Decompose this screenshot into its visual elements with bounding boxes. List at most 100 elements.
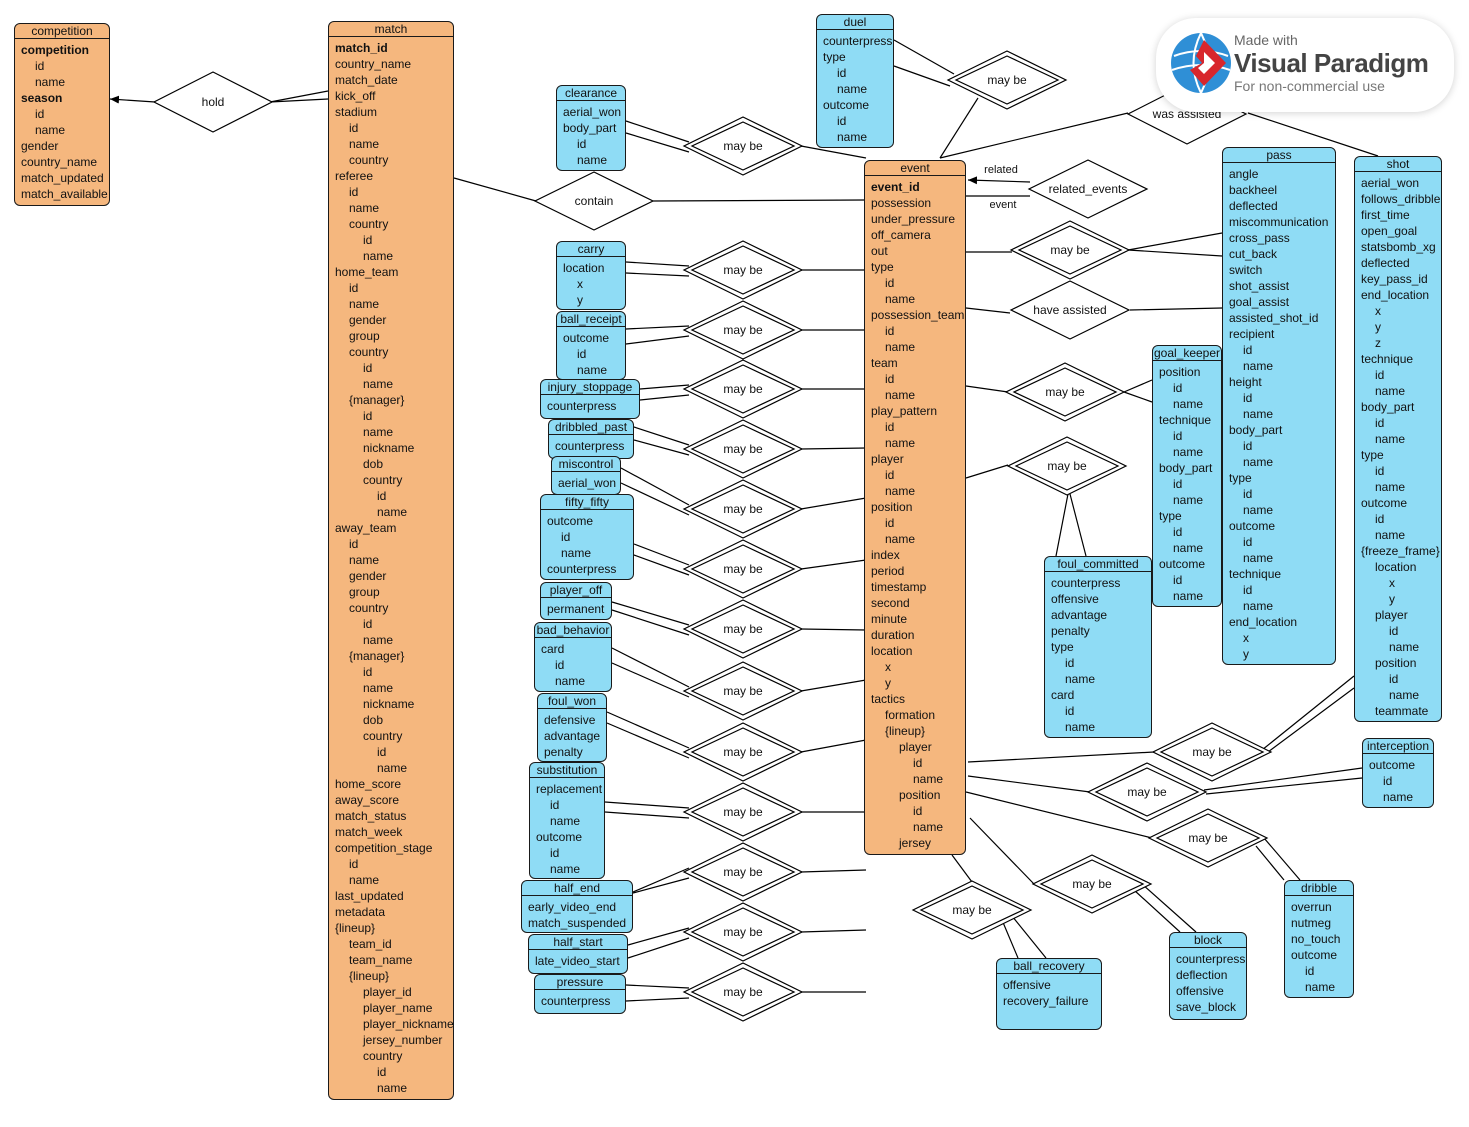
relationship-left-12[interactable]: [682, 902, 804, 962]
attribute: name: [577, 153, 608, 167]
attribute: match_date: [335, 73, 398, 87]
relationship-dribble[interactable]: [1147, 808, 1269, 868]
attribute-list: counterpress: [549, 435, 633, 454]
connector-line: [1263, 837, 1301, 881]
attribute: name: [363, 249, 394, 263]
relationship-left-13[interactable]: [682, 962, 804, 1022]
attribute: name: [837, 82, 868, 96]
attribute: match_id: [335, 41, 388, 55]
attribute: country: [363, 473, 403, 487]
attribute: nutmeg: [1291, 916, 1332, 930]
attribute: name: [349, 873, 380, 887]
attribute: id: [1243, 583, 1253, 597]
attribute: jersey: [899, 836, 932, 850]
relationship-left-11[interactable]: [682, 842, 804, 902]
attribute: {freeze_frame}: [1361, 544, 1440, 558]
attribute: name: [913, 820, 944, 834]
connector-line: [611, 601, 690, 626]
relationship-left-0[interactable]: [682, 116, 804, 176]
relationship-goal-keeper[interactable]: [1004, 362, 1126, 422]
relationship-left-10[interactable]: [682, 782, 804, 842]
relationship-hold[interactable]: [152, 71, 274, 133]
attribute: id: [349, 281, 359, 295]
entity-title: match: [329, 22, 453, 37]
relationship-related-events[interactable]: [1027, 159, 1149, 219]
attribute: id: [1173, 477, 1183, 491]
attribute: play_pattern: [871, 404, 938, 418]
edge-label-event: event: [989, 199, 1017, 211]
connector-line: [800, 628, 867, 631]
relationship-left-9[interactable]: [682, 722, 804, 782]
relationship-pass[interactable]: [1009, 220, 1131, 280]
attribute: id: [550, 846, 560, 860]
relationship-left-2[interactable]: [682, 300, 804, 360]
entity-title: pass: [1223, 148, 1335, 163]
attribute: name: [363, 633, 394, 647]
connector-line: [625, 984, 690, 989]
attribute: id: [1375, 464, 1385, 478]
attribute: id: [1173, 381, 1183, 395]
relationship-interception[interactable]: [1086, 762, 1208, 822]
relationship-block[interactable]: [1031, 854, 1153, 914]
attribute: shot_assist: [1229, 279, 1290, 293]
relationship-left-6[interactable]: [682, 539, 804, 599]
connector-line: [652, 199, 865, 202]
entity-title: event: [865, 161, 965, 176]
relationship-shot[interactable]: [1151, 722, 1273, 782]
connector-line: [1255, 845, 1285, 881]
entity-title: miscontrol: [552, 457, 620, 472]
attribute: early_video_end: [528, 900, 617, 914]
attribute: defensive: [544, 713, 596, 727]
attribute: id: [913, 756, 923, 770]
attribute: recipient: [1229, 327, 1275, 341]
relationship-left-8[interactable]: [682, 661, 804, 721]
relationship-left-7[interactable]: [682, 599, 804, 659]
attribute: name: [1375, 480, 1406, 494]
relationship-label: may be: [723, 925, 763, 939]
relationship-foul-committed[interactable]: [1006, 436, 1128, 496]
attribute: minute: [871, 612, 908, 626]
connector-line: [965, 307, 1011, 314]
attribute: match_available: [21, 187, 108, 201]
connector-line: [1205, 777, 1363, 795]
relationship-left-1[interactable]: [682, 240, 804, 300]
logo-license-note: For non-commercial use: [1234, 78, 1385, 94]
relationship-contain[interactable]: [533, 171, 655, 231]
relationship-ball-recovery[interactable]: [911, 880, 1033, 940]
relationship-left-3[interactable]: [682, 359, 804, 419]
relationship-duel[interactable]: [946, 50, 1068, 110]
relationship-have-assisted[interactable]: [1009, 280, 1131, 340]
relationship-left-5[interactable]: [682, 479, 804, 539]
relationship-left-4[interactable]: [682, 419, 804, 479]
attribute: teammate: [1375, 704, 1429, 718]
connector-line: [620, 482, 690, 516]
attribute: timestamp: [871, 580, 927, 594]
